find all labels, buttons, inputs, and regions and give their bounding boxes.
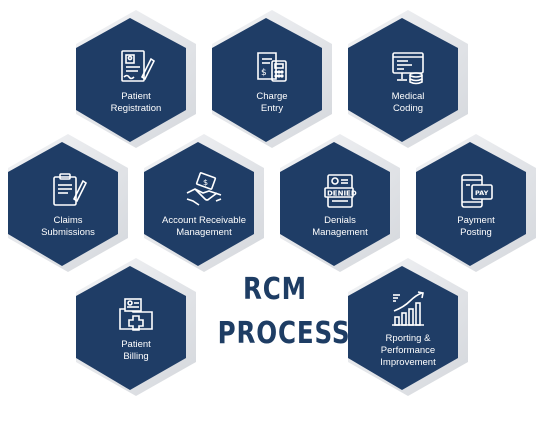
hex-claims-submissions: Claims Submissions [4,128,132,276]
medical-folder-icon [119,298,153,331]
step-label: Patient Registration [110,91,162,114]
hex-charge-entry: $ Charge Entry [208,4,336,152]
hex-denials-management: DENIED Denials Management [276,128,404,276]
step-label: Payment Posting [457,215,495,238]
diagram-title: RCM PROCESS [217,268,351,356]
coding-monitor-icon [392,52,424,85]
step-label: Rporting & Performance Improvement [380,333,436,368]
denied-stamp-icon: DENIED [324,174,357,208]
hex-payment-posting: PAY Payment Posting [412,128,540,276]
registration-form-icon [121,50,156,82]
step-label: Claims Submissions [41,215,95,238]
mobile-pay-icon: PAY [461,174,493,208]
step-label: Medical Coding [391,91,425,114]
svg-text:PAY: PAY [475,189,489,197]
calculator-receipt-icon: $ [257,52,287,82]
clipboard-pen-icon [53,173,88,206]
step-label: Patient Billing [121,339,151,362]
hex-patient-registration: Patient Registration [72,4,200,152]
hex-medical-coding: Medical Coding [344,4,472,152]
title-line-1: RCM [243,272,307,307]
svg-text:$: $ [203,178,208,187]
step-label: Denials Management [312,215,368,238]
title-line-2: PROCESS [217,316,351,351]
hex-account-receivable: $ Account Receivable Management [140,128,268,276]
hex-patient-billing: Patient Billing [72,252,200,400]
svg-text:$: $ [261,68,267,78]
svg-text:DENIED: DENIED [327,190,357,198]
handshake-money-icon: $ [186,172,222,206]
step-label: Account Receivable Management [162,215,246,238]
step-label: Charge Entry [256,91,288,114]
hex-reporting-performance: Rporting & Performance Improvement [344,252,472,400]
growth-chart-icon [392,291,424,326]
